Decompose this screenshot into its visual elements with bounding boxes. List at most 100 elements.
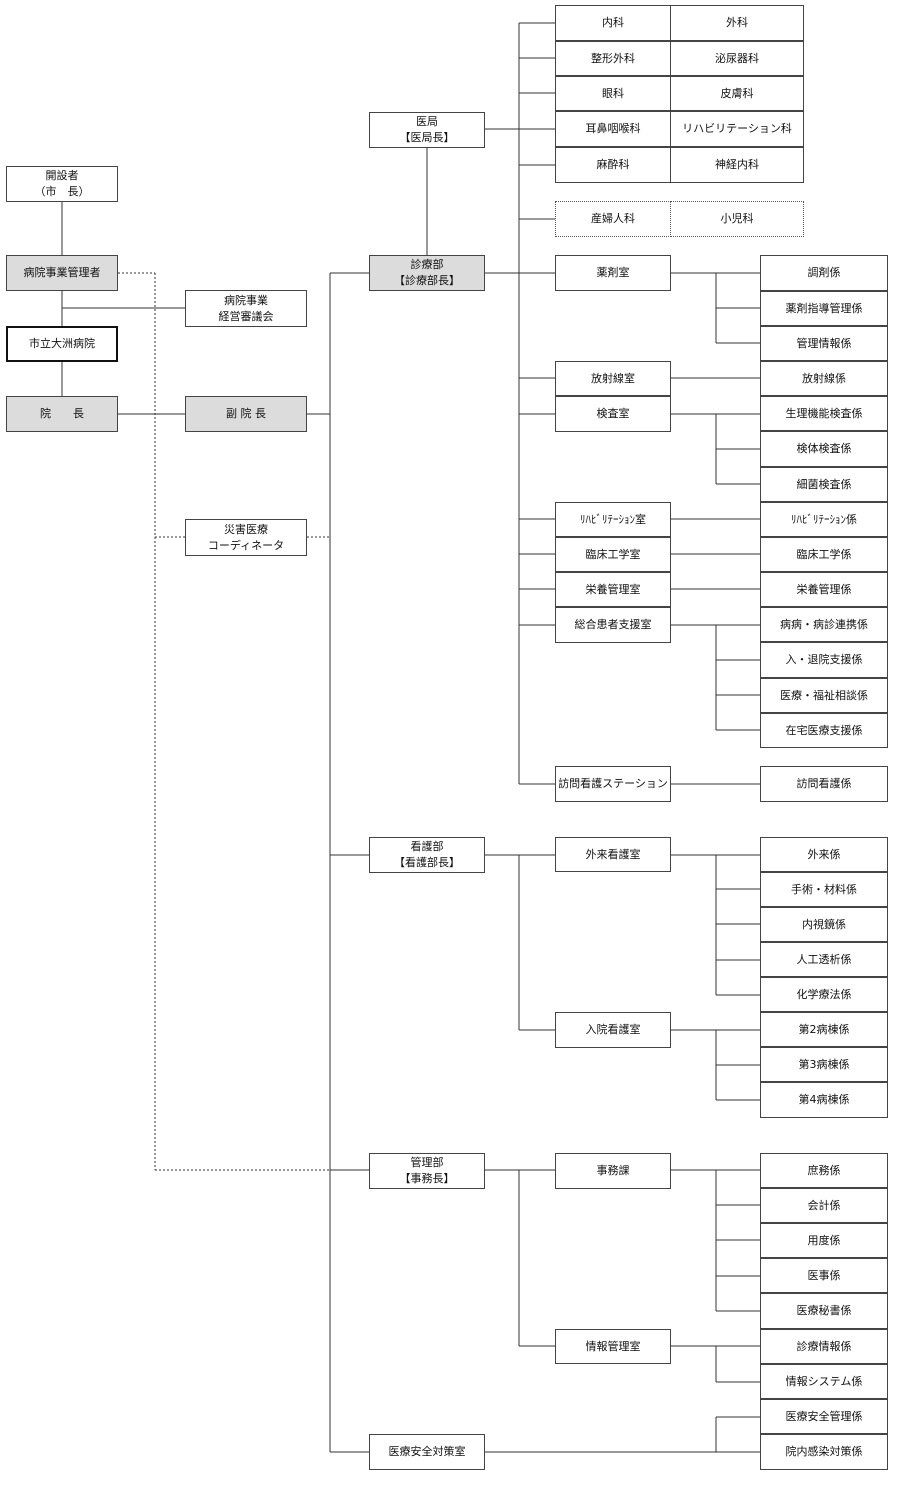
org-box-vice-director: 副 院 長 [185,396,307,432]
org-box-label: 第4病棟係 [798,1093,850,1107]
org-box-label: 内科 [602,16,624,30]
org-box-hospital: 市立大洲病院 [6,326,118,362]
org-box-label: 産婦人科 [591,212,635,226]
org-box-jibi: 耳鼻咽喉科 [555,111,671,147]
org-box-label: 経営審議会 [218,309,274,323]
org-box-rinsho-room: 臨床工学室 [555,537,671,572]
org-box-label: 栄養管理係 [796,582,852,596]
org-box-label: 用度係 [807,1233,841,1247]
org-box-byoto3: 第3病棟係 [760,1047,888,1082]
org-box-label: 【看護部長】 [394,856,460,869]
org-box-label: 外科 [726,16,748,30]
org-box-houshasen-kakari: 放射線係 [760,361,888,396]
org-box-naika: 内科 [555,5,671,41]
org-box-label: 病院事業管理者 [23,266,101,280]
org-box-anzen-room: 医療安全対策室 [369,1434,485,1470]
org-box-label: 入院看護室 [585,1023,641,1037]
org-box-shujutsu: 手術・材料係 [760,872,888,907]
org-box-label: 医療安全管理係 [785,1409,863,1423]
org-box-label: 診療情報係 [796,1339,852,1353]
org-box-label: 検体検査係 [796,442,852,456]
org-box-label: 庶務係 [807,1163,841,1177]
org-box-label: 耳鼻咽喉科 [585,122,641,136]
org-box-houmon-st: 訪問看護ステーション [555,766,671,802]
org-box-geka: 外科 [671,5,804,41]
org-box-label: 災害医療 [224,522,268,536]
org-box-label: 【診療部長】 [394,274,460,287]
org-box-naishikyo: 内視鏡係 [760,907,888,942]
org-box-touseki: 人工透析係 [760,942,888,977]
org-box-label: 検査室 [596,407,630,421]
org-box-kansen: 院内感染対策係 [760,1434,888,1470]
org-box-label: 【医局長】 [399,131,455,144]
org-box-label: 手術・材料係 [791,882,857,896]
org-box-label: 総合患者支援室 [574,618,652,632]
org-box-label: 情報管理室 [585,1339,641,1353]
org-box-gairai-room: 外来看護室 [555,837,671,872]
org-box-label: ﾘﾊﾋﾞﾘﾃｰｼｮﾝ室 [580,512,646,526]
org-box-kagaku: 化学療法係 [760,977,888,1012]
org-box-eiyo-kakari: 栄養管理係 [760,572,888,607]
org-box-label: 麻酔科 [596,158,630,172]
org-box-houmon-kakari: 訪問看護係 [760,766,888,802]
org-box-label: 薬剤指導管理係 [785,301,863,315]
org-box-label: 生理機能検査係 [785,406,863,420]
org-box-label: 細菌検査係 [796,477,852,491]
org-box-label: 外来係 [807,847,841,861]
org-box-label: 臨床工学室 [585,547,641,561]
org-box-label: 医療秘書係 [796,1304,852,1318]
org-box-label: 訪問看護係 [796,777,852,791]
org-box-shinryo: 診療部【診療部長】 [369,255,485,291]
org-box-council: 病院事業経営審議会 [185,290,307,327]
org-box-kentai: 検体検査係 [760,431,888,467]
org-box-reha-ka: リハビリテーション科 [671,111,804,147]
org-box-zaitaku: 在宅医療支援係 [760,713,888,748]
org-box-label: 病病・病診連携係 [780,617,868,631]
org-box-label: 管理部 [410,1156,444,1170]
org-box-rinsho-kakari: 臨床工学係 [760,537,888,572]
org-box-label: 【事務長】 [399,1172,455,1185]
org-box-label: 在宅医療支援係 [785,723,863,737]
org-box-shinryo-joho: 診療情報係 [760,1329,888,1364]
org-box-label: 看護部 [410,840,444,854]
org-box-seiri: 生理機能検査係 [760,396,888,431]
org-box-yakuzai-shido: 薬剤指導管理係 [760,291,888,326]
org-box-reha-kakari: ﾘﾊﾋﾞﾘﾃｰｼｮﾝ係 [760,502,888,537]
org-box-label: 病院事業 [224,293,268,307]
org-box-label: 会計係 [807,1198,841,1212]
org-box-houshasen: 放射線室 [555,361,671,396]
org-box-hinyouki: 泌尿器科 [671,41,804,76]
org-box-label: 第3病棟係 [798,1057,850,1071]
org-box-label: 内視鏡係 [802,917,846,931]
org-box-label: 院 長 [40,407,84,421]
org-box-label: 小児科 [720,212,754,226]
org-box-shomu: 庶務係 [760,1153,888,1188]
org-box-label: リハビリテーション科 [682,122,792,136]
org-box-label: 事務課 [596,1164,630,1178]
org-box-label: 医療安全対策室 [388,1445,466,1459]
org-box-label: 医療・福祉相談係 [780,688,868,702]
org-box-label: 泌尿器科 [715,51,759,65]
org-box-label: 放射線室 [591,371,635,385]
org-box-founder: 開設者（市 長） [6,166,118,202]
org-box-label: 市立大洲病院 [29,337,95,351]
org-box-ganka: 眼科 [555,76,671,111]
org-box-chozai: 調剤係 [760,255,888,291]
org-box-nyutai: 入・退院支援係 [760,642,888,678]
org-box-kanri: 管理部【事務長】 [369,1153,485,1189]
org-box-label: 院内感染対策係 [785,1445,863,1459]
org-box-seikei: 整形外科 [555,41,671,76]
org-box-label: 第2病棟係 [798,1022,850,1036]
org-box-reha-room: ﾘﾊﾋﾞﾘﾃｰｼｮﾝ室 [555,502,671,537]
org-box-ikyoku: 医局【医局長】 [369,112,485,148]
org-box-jimu: 事務課 [555,1153,671,1189]
org-box-director: 院 長 [6,396,118,432]
org-box-label: 栄養管理室 [585,582,641,596]
org-box-label: 副 院 長 [226,407,266,421]
org-box-joho-room: 情報管理室 [555,1329,671,1364]
org-box-gairai: 外来係 [760,837,888,872]
org-box-kaikei: 会計係 [760,1188,888,1223]
org-box-yakuzai: 薬剤室 [555,255,671,291]
